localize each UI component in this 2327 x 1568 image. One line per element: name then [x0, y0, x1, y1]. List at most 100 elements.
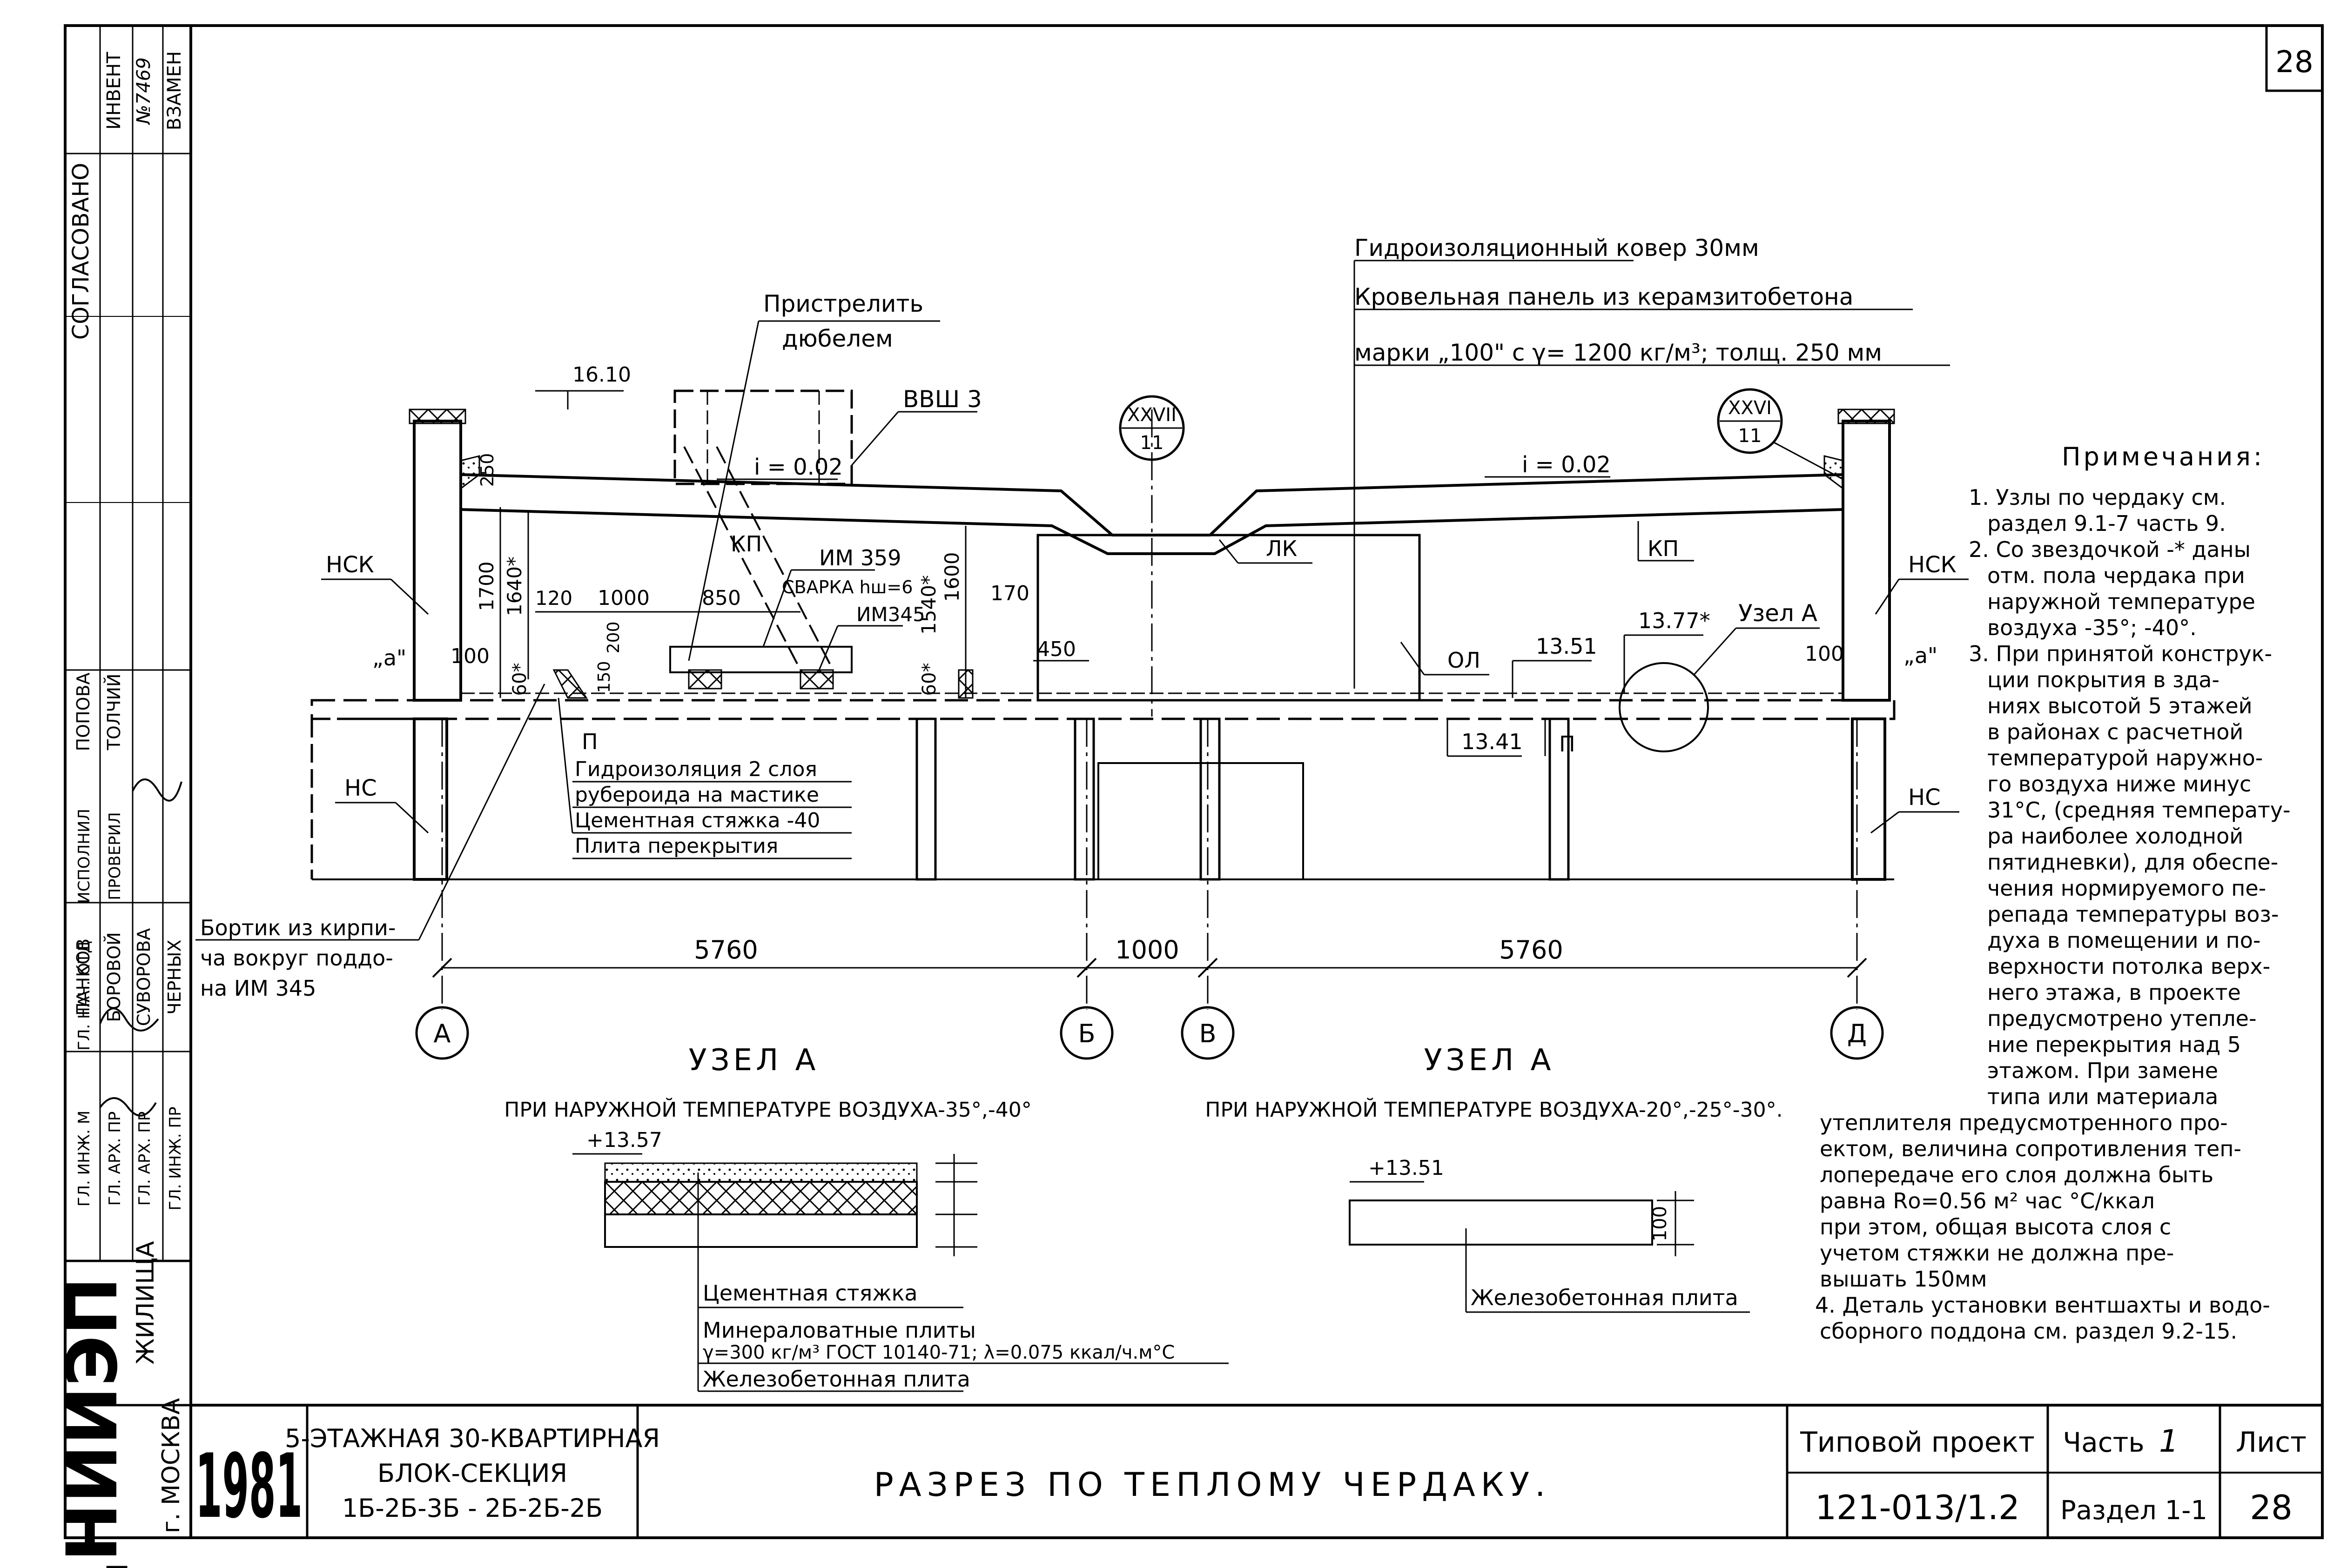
dyubelem-label: дюбелем [782, 325, 893, 352]
node-right-thickness: 100 [1649, 1206, 1671, 1241]
note-line: 31°С, (средняя температу- [1987, 797, 2291, 823]
dim-1540: 1540* [917, 575, 940, 635]
agreed-header: СОГЛАСОВАНО [68, 163, 94, 340]
insulation-layer [604, 1181, 918, 1215]
node-right-title: УЗЕЛ А [1424, 1043, 1555, 1078]
kp-label-right: КП [1648, 536, 1679, 561]
note-line: чения нормируемого пе- [1987, 876, 2266, 901]
dim-100-right: 100 [1805, 642, 1844, 666]
axis-bubble-b [1060, 1006, 1114, 1060]
year: 1981 [195, 1435, 303, 1538]
dim-450: 450 [1037, 637, 1076, 661]
org-logo: ЦНИИЭП [52, 1277, 133, 1568]
stamp-name-1: ПАНКОВ [73, 938, 94, 1016]
stamp-role2-2: ПРОВЕРИЛ [106, 812, 124, 900]
note-line: равна Rо=0.56 м² час °С/ккал [1820, 1188, 2155, 1213]
note-line: типа или материала [1987, 1084, 2218, 1109]
signature-icon [99, 778, 182, 1117]
floor-spec-line-4: Плита перекрытия [575, 834, 778, 858]
node-ref-xxvii-bottom: 11 [1140, 432, 1164, 454]
node-right-layer: Железобетонная плита [1471, 1285, 1738, 1310]
attic-box [1036, 534, 1421, 702]
floor-spec-line-1: Гидроизоляция 2 слоя [575, 757, 817, 781]
node-left-layer-4: Железобетонная плита [703, 1367, 970, 1392]
kp-label-left: КП [731, 531, 762, 556]
axis-bubble-v [1181, 1006, 1235, 1060]
inventory-number: №7469 [133, 57, 155, 125]
stamp-role-4: ГЛ. ИНЖ. ПР [166, 1106, 185, 1210]
notes-block: Примечания:1. Узлы по чердаку см.раздел … [1815, 442, 2291, 1344]
span-left: 5760 [694, 935, 758, 965]
note-line: ектом, величина сопротивления теп- [1820, 1136, 2241, 1161]
elevation-1341: 13.41 [1461, 729, 1523, 754]
note-line: температурой наружно- [1987, 745, 2263, 771]
stamp-name2-2: ТОЛЧИЙ [104, 674, 124, 751]
dim-200: 200 [604, 622, 623, 654]
description-line-3: 1Б-2Б-3Б - 2Б-2Б-2Б [342, 1494, 603, 1523]
slope-right: i = 0.02 [1522, 452, 1611, 478]
project-label: Типовой проект [1800, 1426, 2035, 1459]
note-line: 1. Узлы по чердаку см. [1969, 485, 2226, 510]
note-line: предусмотрено утепле- [1987, 1006, 2257, 1031]
note-line: го воздуха ниже минус [1987, 771, 2251, 797]
note-line: ции покрытия в зда- [1987, 667, 2219, 692]
note-line: воздуха -35°; -40°. [1987, 615, 2197, 640]
roof-spec-line-2: Кровельная панель из керамзитобетона [1354, 283, 1853, 310]
note-line: лопередаче его слоя должна быть [1820, 1162, 2213, 1187]
note-line: ние перекрытия над 5 [1987, 1032, 2241, 1057]
stamp-role-1: ГЛ. ИНЖ. М [75, 1111, 94, 1207]
svarka-label: СВАРКА hш=6 [782, 577, 913, 597]
note-line: в районах с расчетной [1987, 719, 2243, 744]
node-a-label: Узел А [1738, 600, 1817, 627]
node-a-right-detail: УЗЕЛ А ПРИ НАРУЖНОЙ ТЕМПЕРАТУРЕ ВОЗДУХА-… [1205, 1043, 1783, 1313]
nsk-left-label: НСК [326, 552, 374, 578]
nsk-right-label: НСК [1908, 552, 1957, 578]
floor-spec-line-2: рубероида на мастике [575, 783, 819, 807]
title-block: 1981 5-ЭТАЖНАЯ 30-КВАРТИРНАЯ БЛОК-СЕКЦИЯ… [191, 1404, 2322, 1538]
node-ref-xxvi [1717, 388, 1783, 454]
axis-label-b: Б [1078, 1019, 1095, 1048]
a-right-label: „а" [1903, 643, 1937, 668]
axis-bubble-d [1830, 1006, 1884, 1060]
stamp-role-3: ГЛ. АРХ. ПР [135, 1112, 154, 1206]
note-line: духа в помещении и по- [1987, 928, 2260, 953]
org-dept: ЖИЛИЩА [132, 1241, 160, 1365]
p-label-right: П [1559, 731, 1575, 757]
node-ref-xxvi-top: XXVI [1728, 397, 1772, 419]
ns-left-label: НС [344, 775, 377, 801]
roof-spec-line-1: Гидроизоляционный ковер 30мм [1354, 235, 1759, 261]
note-line: ниях высотой 5 этажей [1987, 693, 2253, 718]
note-line: вышать 150мм [1820, 1266, 1987, 1292]
slope-left: i = 0.02 [754, 454, 843, 480]
dim-120: 120 [535, 587, 572, 610]
node-left-layer-3: γ=300 кг/м³ ГОСТ 10140-71; λ=0.075 ккал/… [703, 1342, 1175, 1363]
span-right: 5760 [1499, 935, 1563, 965]
node-left-elevation: +13.57 [586, 1128, 662, 1152]
note-line: утеплителя предусмотренного про- [1820, 1110, 2228, 1135]
dim-150: 150 [595, 661, 614, 693]
dim-1640: 1640* [503, 556, 526, 616]
note-line: верхности потолка верх- [1987, 954, 2270, 979]
lk-label: ЛК [1266, 536, 1297, 561]
node-right-subtitle: ПРИ НАРУЖНОЙ ТЕМПЕРАТУРЕ ВОЗДУХА-20°,-25… [1205, 1097, 1782, 1122]
dim-1700: 1700 [475, 562, 498, 611]
note-line: него этажа, в проекте [1987, 980, 2241, 1005]
note-line: сборного поддона см. раздел 9.2-15. [1820, 1319, 2237, 1344]
elevation-1610: 16.10 [572, 363, 631, 387]
note-line: репада температуры воз- [1987, 902, 2279, 927]
dim-250: 250 [477, 453, 498, 487]
attic-floor-slab [310, 699, 1896, 720]
notes-title: Примечания: [2062, 442, 2265, 471]
node-a-callout [1619, 662, 1709, 752]
curb-note-line-3: на ИМ 345 [200, 976, 316, 1001]
building-section: 5760 1000 5760 А Б В Д XXVII 11 XXVI 11 … [195, 235, 1969, 1060]
node-ref-xxvii-top: XXVII [1127, 404, 1177, 426]
im345-label: ИМ345 [856, 603, 925, 626]
note-line: этажом. При замене [1987, 1058, 2218, 1083]
stamp-name2-1: ПОПОВА [73, 672, 94, 751]
part-number: 1 [2159, 1423, 2179, 1459]
side-stamp: СОГЛАСОВАНО ИНВЕНТ №7469 ВЗАМЕН ГЛ. НАЧ.… [52, 26, 191, 1568]
note-line: наружной температуре [1987, 589, 2255, 614]
stamp-role-2: ГЛ. АРХ. ПР [106, 1112, 124, 1206]
axis-label-d: Д [1847, 1019, 1867, 1048]
